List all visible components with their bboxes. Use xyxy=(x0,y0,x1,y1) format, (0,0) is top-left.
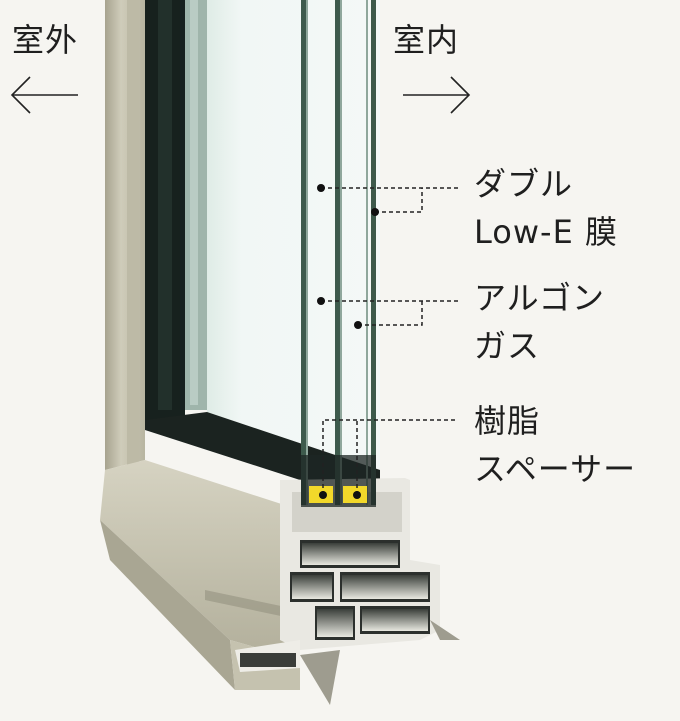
arrow-right-icon xyxy=(403,76,471,114)
callout-argon-line2: ガス xyxy=(474,327,541,365)
callout-spacer-line2: スペーサー xyxy=(474,450,637,488)
leader-lines xyxy=(321,187,458,495)
callout-low-e-line1: ダブル xyxy=(474,165,574,203)
leader-dots xyxy=(317,184,379,499)
callout-resin-spacer: 樹脂 スペーサー xyxy=(474,397,636,493)
indoor-label: 室内 xyxy=(393,21,460,59)
frame-profile-section xyxy=(235,478,460,705)
callout-low-e: ダブル Low-E 膜 xyxy=(474,160,618,256)
outdoor-label: 室外 xyxy=(12,21,79,59)
glass-pane-middle xyxy=(335,0,340,505)
arrow-left-icon xyxy=(10,76,78,114)
frame-jamb xyxy=(105,0,207,470)
callout-argon-gas: アルゴン ガス xyxy=(474,274,605,370)
glass-pane-outer xyxy=(301,0,306,505)
callout-low-e-line2: Low-E 膜 xyxy=(474,213,618,251)
glass-pane-inner xyxy=(371,0,376,505)
callout-spacer-line1: 樹脂 xyxy=(474,402,541,440)
callout-argon-line1: アルゴン xyxy=(474,279,606,317)
glass-area xyxy=(207,0,380,470)
